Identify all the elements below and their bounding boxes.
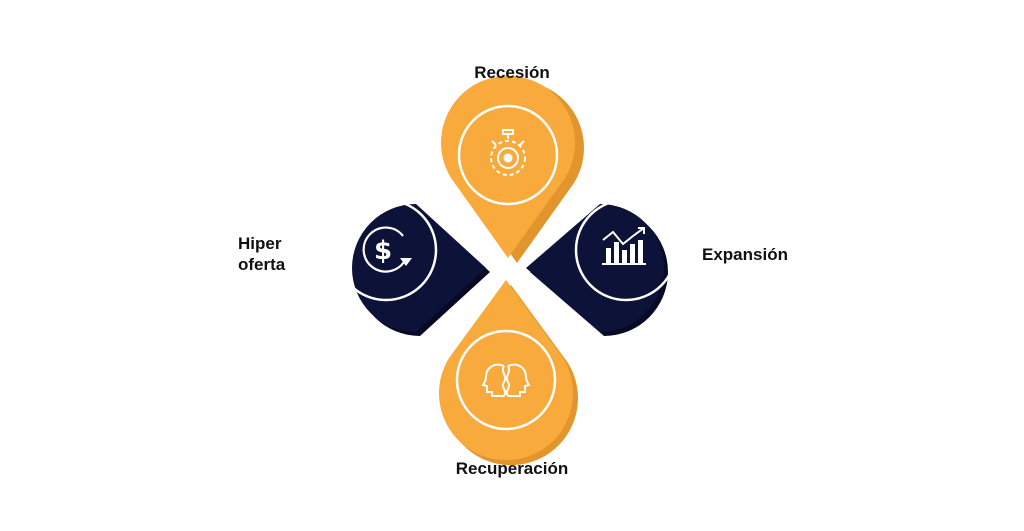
- phase-label-expansion: Expansión: [702, 245, 788, 264]
- two-heads-icon: [481, 363, 531, 397]
- svg-text:$: $: [374, 236, 392, 266]
- phase-label-overoffer: Hiper oferta: [238, 234, 286, 274]
- phase-expansion-pin: [526, 198, 678, 336]
- phase-recovery-pin: [439, 280, 578, 466]
- phase-label-recovery: Recuperación: [455, 459, 569, 478]
- rising-bar-chart-icon: [602, 227, 646, 265]
- phase-label-recession: Recesión: [474, 63, 550, 82]
- stopwatch-gear-icon: [490, 129, 526, 176]
- phase-recession-pin: [440, 75, 585, 263]
- dollar-cycle-icon: $: [362, 226, 412, 273]
- phase-overoffer-pin: $: [334, 198, 490, 336]
